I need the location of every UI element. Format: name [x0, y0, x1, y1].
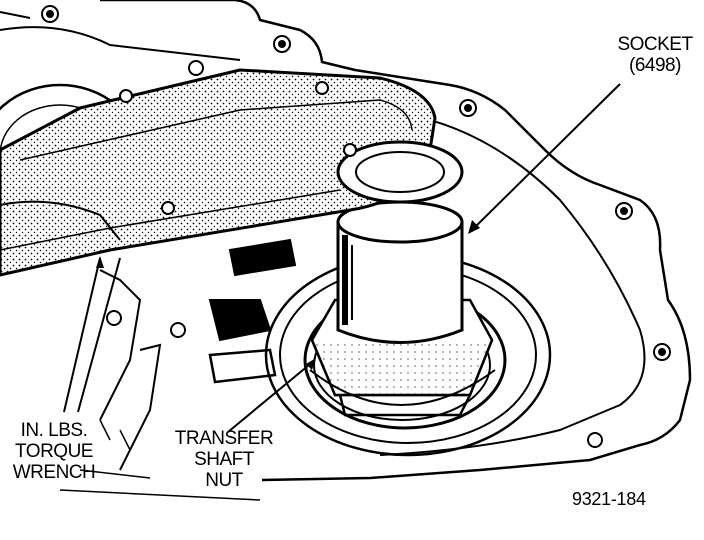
lower-case-details: [59, 238, 297, 501]
case-bolts: [41, 5, 671, 448]
socket-label-line-1: SOCKET: [617, 34, 693, 55]
transmission-case: [0, 0, 692, 482]
torque-wrench-label: IN. LBS. TORQUE WRENCH: [4, 420, 104, 483]
torque-wrench-label-line-3: WRENCH: [12, 462, 96, 483]
socket-label: SOCKET (6498): [606, 34, 704, 76]
leader-arrowheads: [96, 220, 480, 370]
socket-label-line-2: (6498): [629, 55, 681, 76]
transfer-shaft-nut-label-line-1: TRANSFER: [174, 428, 274, 449]
torque-wrench-label-line-1: IN. LBS.: [20, 420, 88, 441]
leader-lines: [63, 83, 621, 433]
figure-id: 9321-184: [572, 489, 646, 509]
socket-tool: [336, 200, 464, 344]
transfer-shaft-nut-label: TRANSFER SHAFT NUT: [168, 428, 280, 491]
torque-wrench-label-line-2: TORQUE: [15, 441, 93, 462]
transfer-shaft-nut-label-line-3: NUT: [205, 470, 243, 491]
transfer-shaft-nut-label-line-2: SHAFT: [194, 449, 254, 470]
torque-wrench: [0, 68, 464, 277]
